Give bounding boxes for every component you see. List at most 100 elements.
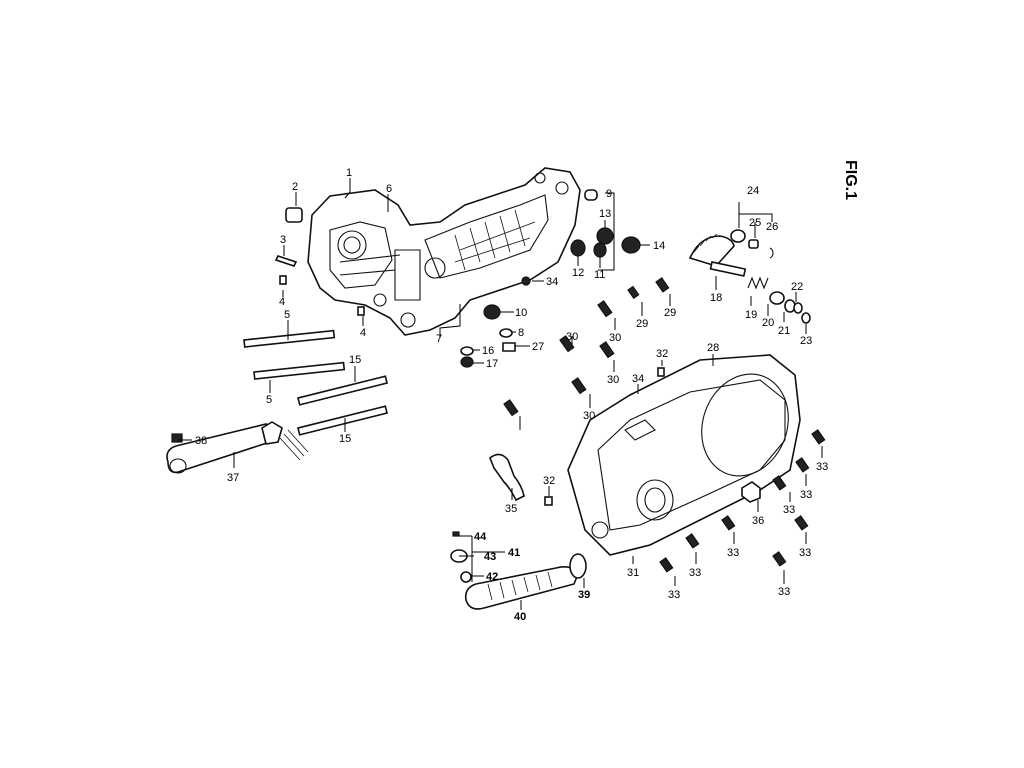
bolt-30-b xyxy=(559,335,575,353)
callout-30c: 30 xyxy=(607,374,619,386)
bolt-33-b xyxy=(795,457,810,473)
callout-1: 1 xyxy=(346,167,352,179)
callout-38: 38 xyxy=(195,435,207,447)
callout-23: 23 xyxy=(800,335,812,347)
callout-33a: 33 xyxy=(816,461,828,473)
part-27-bolt xyxy=(502,342,516,352)
part-11-bearing xyxy=(593,242,607,258)
part-4-dowel xyxy=(279,275,287,285)
callout-29b: 29 xyxy=(636,318,648,330)
callout-36: 36 xyxy=(752,515,764,527)
stud-5-lower xyxy=(253,361,346,380)
callout-9: 9 xyxy=(606,188,612,200)
callout-21: 21 xyxy=(778,325,790,337)
part-34-plug xyxy=(521,276,531,286)
leader-lines xyxy=(178,178,823,610)
callout-20: 20 xyxy=(762,317,774,329)
stud-15-upper xyxy=(297,375,388,406)
callout-44: 44 xyxy=(474,531,487,543)
part-40-hose xyxy=(464,566,579,610)
bolt-33-e xyxy=(721,515,736,531)
part-23-clip xyxy=(801,312,811,324)
callout-39: 39 xyxy=(578,589,590,601)
callout-32a: 32 xyxy=(656,348,668,360)
part-9-cap xyxy=(584,189,598,201)
part-10-seal xyxy=(483,304,501,320)
callout-33d: 33 xyxy=(799,547,811,559)
callout-5b: 5 xyxy=(266,394,272,406)
part-19-spring xyxy=(747,276,769,290)
part-17-bolt xyxy=(460,356,474,368)
callout-4b: 4 xyxy=(360,327,366,339)
callout-33b: 33 xyxy=(800,489,812,501)
part-22-washer xyxy=(793,302,803,314)
callout-31: 31 xyxy=(627,567,639,579)
bolt-33-h xyxy=(772,551,787,567)
callout-33h: 33 xyxy=(778,586,790,598)
callout-42: 42 xyxy=(486,571,498,583)
callout-7: 7 xyxy=(436,333,442,345)
callout-12: 12 xyxy=(572,267,584,279)
part-32-dowel-b xyxy=(544,496,553,506)
bolt-29-a xyxy=(655,277,670,293)
bolt-33-f xyxy=(685,533,700,549)
callout-17: 17 xyxy=(486,358,498,370)
callout-43: 43 xyxy=(484,551,496,563)
callout-34a: 34 xyxy=(546,276,558,288)
callout-41: 41 xyxy=(508,547,520,559)
part-24-assembly xyxy=(730,229,774,259)
part-14-bearing xyxy=(621,236,641,254)
part-3-bolt xyxy=(274,255,298,267)
stud-15-lower xyxy=(297,405,388,436)
callout-11: 11 xyxy=(594,269,605,281)
callout-29a: 29 xyxy=(664,307,676,319)
part-18-kick-shaft xyxy=(688,233,747,277)
part-32-dowel xyxy=(657,367,665,377)
callout-30a: 30 xyxy=(609,332,621,344)
callout-10: 10 xyxy=(515,307,527,319)
callout-14: 14 xyxy=(653,240,665,252)
part-38-bolt xyxy=(171,433,183,443)
callout-15b: 15 xyxy=(339,433,351,445)
callout-30b: 30 xyxy=(566,331,578,343)
callout-24: 24 xyxy=(747,185,759,197)
part-12-bearing xyxy=(570,239,586,257)
bolt-33-c xyxy=(772,475,787,491)
callout-8: 8 xyxy=(518,327,524,339)
callout-33e: 33 xyxy=(727,547,739,559)
callout-22: 22 xyxy=(791,281,803,293)
callout-15a: 15 xyxy=(349,354,361,366)
bolt-33-a xyxy=(811,429,826,445)
part-2-bushing xyxy=(285,207,303,223)
part-8-washer xyxy=(499,328,513,338)
callout-34b: 34 xyxy=(632,373,644,385)
callout-28: 28 xyxy=(707,342,719,354)
callout-2: 2 xyxy=(292,181,298,193)
callout-18: 18 xyxy=(710,292,722,304)
callout-3: 3 xyxy=(280,234,286,246)
figure-label: FIG.1 xyxy=(842,160,859,200)
bolt-33-g xyxy=(659,557,674,573)
callout-33g: 33 xyxy=(668,589,680,601)
crankcase-cover xyxy=(567,354,801,556)
callout-labels: 1 2 3 4 4 5 5 6 7 8 9 10 11 12 13 14 15 … xyxy=(195,167,828,623)
callout-6: 6 xyxy=(386,183,392,195)
callout-30d: 30 xyxy=(583,410,595,422)
callout-40: 40 xyxy=(514,611,526,623)
part-35-clip xyxy=(489,453,525,502)
svg-text:FIG.1: FIG.1 xyxy=(842,160,859,200)
callout-19: 19 xyxy=(745,309,757,321)
bolt-30-d xyxy=(571,377,587,395)
bolt-29-b xyxy=(627,285,640,300)
callout-27: 27 xyxy=(532,341,544,353)
callout-25: 25 xyxy=(749,217,761,229)
bolt-30-e xyxy=(503,399,519,417)
bolt-30-c xyxy=(599,341,615,359)
bolt-30-a xyxy=(597,300,613,318)
callout-13: 13 xyxy=(599,208,611,220)
part-42-washer xyxy=(460,571,472,583)
part-44-pin xyxy=(452,531,460,537)
callout-16: 16 xyxy=(482,345,494,357)
part-39-clamp xyxy=(569,553,587,579)
